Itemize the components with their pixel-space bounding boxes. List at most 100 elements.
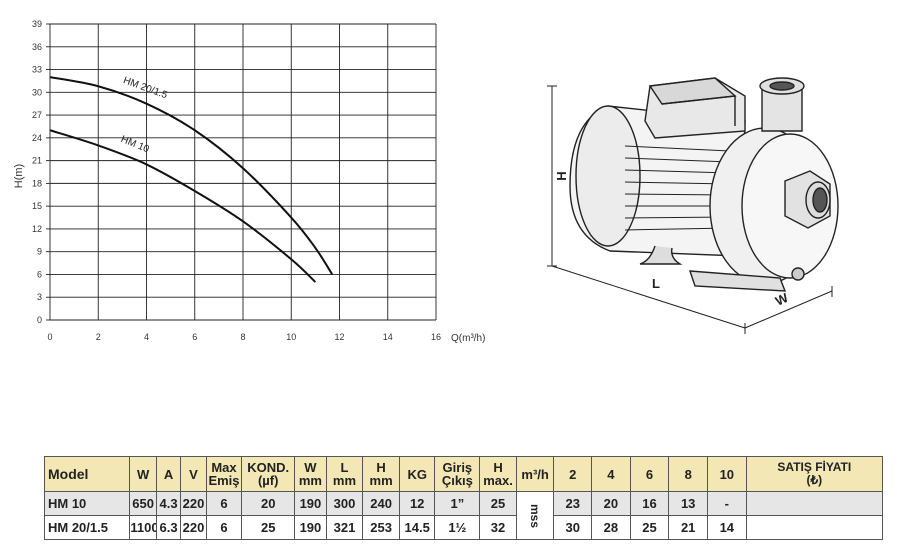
cell-kg: 12	[398, 491, 436, 516]
x-tick-label: 16	[431, 332, 441, 342]
x-tick-label: 12	[334, 332, 344, 342]
cell-h-mm: 253	[362, 515, 400, 540]
column-header-text: 10	[719, 466, 735, 482]
cell-kg: 14.5	[398, 515, 436, 540]
x-tick-label: 2	[96, 332, 101, 342]
x-tick-label: 6	[192, 332, 197, 342]
column-header-15: 6	[629, 456, 670, 492]
y-tick-label: 33	[32, 65, 42, 75]
column-header-16: 8	[668, 456, 708, 492]
column-header-text: mm	[332, 473, 357, 488]
column-header-text: Emiş	[208, 473, 240, 488]
cell-flow-head: 23	[553, 491, 593, 516]
cell-flow-head: 28	[591, 515, 631, 540]
cell-flow-head: 13	[668, 491, 708, 516]
column-header-14: 4	[591, 456, 631, 492]
y-tick-label: 3	[37, 292, 42, 302]
y-tick-label: 12	[32, 224, 42, 234]
y-tick-label: 9	[37, 247, 42, 257]
cell-model: HM 20/1.5	[43, 515, 131, 540]
column-header-text: KOND.	[247, 460, 290, 475]
column-header-2: A	[155, 456, 182, 492]
x-tick-label: 8	[240, 332, 245, 342]
column-header-text: 4	[607, 466, 615, 482]
dimension-label-h: H	[554, 171, 569, 180]
cell-v: 220	[180, 491, 207, 516]
column-header-text: Model	[48, 465, 89, 482]
cell-hmax: 32	[479, 515, 517, 540]
column-header-9: KG	[398, 456, 436, 492]
x-tick-label: 14	[383, 332, 393, 342]
y-tick-label: 21	[32, 156, 42, 166]
column-header-text: KG	[407, 466, 427, 482]
column-header-text: 8	[684, 466, 692, 482]
cell-giris: 1½	[434, 515, 481, 540]
cell-v: 220	[180, 515, 207, 540]
y-tick-label: 0	[37, 315, 42, 325]
column-header-text: mm	[298, 473, 322, 488]
cell-a: 6.3	[155, 515, 182, 540]
cell-w: 650	[129, 491, 157, 516]
y-tick-label: 18	[32, 178, 42, 188]
series-line-0	[49, 76, 334, 275]
series-label-0: HM 20/1.5	[122, 75, 170, 101]
unit-label: mss	[528, 503, 543, 529]
y-tick-label: 30	[32, 87, 42, 97]
cell-w-mm: 190	[294, 515, 327, 540]
cell-kond: 20	[241, 491, 296, 516]
chart-grid	[46, 23, 437, 321]
series-line-1	[49, 129, 317, 283]
cell-l-mm: 300	[325, 491, 364, 516]
y-tick-label: 15	[32, 201, 42, 211]
cell-model: HM 10	[43, 491, 131, 516]
cell-price	[745, 515, 884, 540]
y-tick-label: 6	[37, 269, 42, 279]
column-header-text: W	[304, 460, 317, 475]
column-header-18: SATIŞ FİYATI(₺)	[745, 456, 884, 492]
y-tick-label: 36	[32, 42, 42, 52]
column-header-text: H	[376, 460, 386, 475]
cell-flow-head: 25	[629, 515, 670, 540]
column-header-text: H	[493, 460, 503, 475]
pump-dimension-diagram: H L W	[547, 77, 839, 334]
column-header-text: mm	[369, 473, 393, 488]
cell-w: 1100	[129, 515, 157, 540]
column-header-text: (₺)	[806, 473, 823, 487]
column-header-text: V	[189, 466, 198, 482]
pump-illustration	[569, 77, 839, 292]
cell-max-emis: 6	[205, 491, 243, 516]
cell-l-mm: 321	[325, 515, 364, 540]
cell-flow-head: -	[707, 491, 747, 516]
cell-giris: 1”	[434, 491, 481, 516]
column-header-text: (µf)	[257, 473, 279, 488]
unit-cell-mss: mss	[515, 491, 555, 540]
cell-a: 4.3	[155, 491, 182, 516]
cell-w-mm: 190	[294, 491, 327, 516]
column-header-text: m³/h	[521, 466, 549, 482]
column-header-3: V	[180, 456, 207, 492]
column-header-13: 2	[553, 456, 593, 492]
x-tick-label: 0	[47, 332, 52, 342]
cell-h-mm: 240	[362, 491, 400, 516]
chart-curves: HM 20/1.5HM 10	[49, 75, 334, 283]
dimension-label-w: W	[773, 290, 791, 309]
x-tick-label: 4	[144, 332, 149, 342]
y-tick-label: 39	[32, 19, 42, 29]
y-axis-label: H(m)	[13, 164, 25, 188]
cell-kond: 25	[241, 515, 296, 540]
y-tick-label: 27	[32, 110, 42, 120]
column-header-1: W	[129, 456, 157, 492]
column-header-text: A	[163, 466, 174, 482]
dimension-lines	[547, 85, 833, 334]
column-header-12: m³/h	[515, 456, 555, 492]
